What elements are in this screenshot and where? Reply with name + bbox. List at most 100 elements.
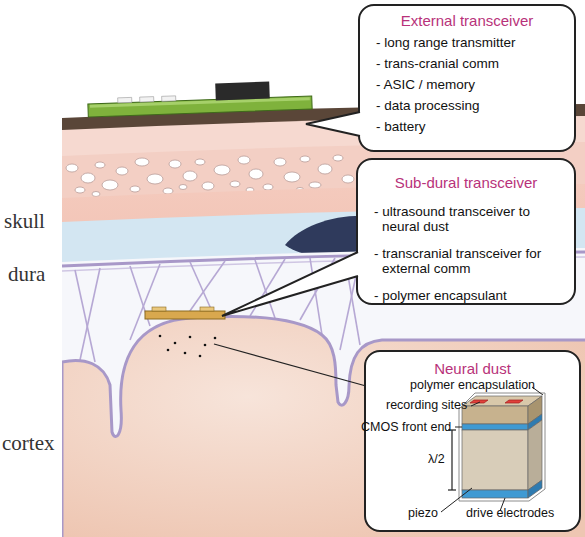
subdural-transceiver-chip	[152, 307, 166, 311]
bone-pores	[179, 185, 187, 190]
bone-pores	[81, 173, 95, 183]
external-transceiver-board	[118, 97, 132, 102]
dimension-label: λ/2	[428, 452, 445, 466]
label-leader-line	[455, 427, 462, 428]
neural-dust-motes	[184, 352, 187, 355]
callout-bullet: - trans-cranial comm	[360, 53, 574, 74]
half-wavelength-bracket	[451, 430, 452, 490]
bone-pores	[92, 192, 100, 197]
callout-bubble: Neural dust	[364, 350, 581, 532]
bone-pores	[309, 182, 321, 188]
bone-pores	[300, 156, 310, 162]
bone-pores	[342, 175, 354, 183]
part-label: recording sites	[386, 398, 467, 412]
external-transceiver-board	[215, 82, 270, 101]
bone-pores	[116, 167, 128, 175]
external-transceiver-board	[162, 96, 176, 101]
callout-tail	[222, 252, 359, 316]
tissue-label: dura	[8, 262, 45, 287]
callout-bullet: - polymer encapsulant	[358, 288, 574, 303]
neural-dust-mote-illustration	[528, 414, 542, 430]
callout-bullet: - battery	[360, 116, 574, 137]
subdural-transceiver-chip	[145, 307, 225, 319]
part-label: polymer encapsulation	[410, 378, 535, 392]
callout-bullet: - ASIC / memory	[360, 74, 574, 95]
bone-pores	[195, 159, 205, 165]
arachnoid-trabeculae	[300, 258, 335, 320]
half-wavelength-bracket	[448, 489, 456, 490]
arachnoid-trabeculae	[250, 259, 285, 316]
bone-pores	[284, 172, 300, 182]
bone-pores	[249, 169, 263, 179]
callout-heading: External transceiver	[360, 12, 574, 30]
bone-pores	[318, 164, 332, 174]
bone-pores	[274, 158, 286, 166]
part-label: piezo	[408, 506, 438, 520]
neural-dust-mote-illustration	[505, 400, 523, 403]
subdural-transceiver-chip	[145, 311, 225, 319]
external-transceiver-board	[88, 96, 312, 117]
bone-pores	[202, 182, 214, 190]
neural-dust-mote-illustration	[459, 393, 545, 501]
cortex-gyri	[62, 317, 585, 537]
neural-dust-mote-illustration	[462, 424, 528, 430]
bone-pores	[130, 186, 140, 192]
bone-pores	[183, 171, 197, 181]
tissue-layers	[62, 104, 585, 537]
neural-dust-mote-illustration	[528, 480, 542, 498]
bone-pores	[95, 162, 105, 168]
arachnoid-trabeculae	[185, 261, 225, 318]
neural-dust-mote-illustration	[459, 393, 545, 501]
callout-tail	[306, 112, 361, 136]
subdural-transceiver-chip	[200, 307, 214, 311]
neural-dust-motes	[189, 336, 192, 339]
external-transceiver-board	[140, 97, 154, 102]
bone-pores	[66, 164, 78, 172]
bone-pores	[333, 155, 343, 161]
arachnoid-trabeculae	[310, 258, 322, 335]
tissue-label: skull	[4, 209, 45, 234]
callout-bubble: External transceiver - long range transmi…	[358, 4, 576, 152]
neural-dust-mote-illustration	[462, 396, 542, 406]
bone-pores	[75, 187, 85, 193]
half-wavelength-bracket	[448, 430, 456, 490]
callout-tail	[306, 112, 361, 136]
bone-pores	[163, 188, 173, 194]
neural-dust-motes	[214, 337, 217, 340]
neural-dust-motes	[167, 349, 170, 352]
external-transceiver-board	[87, 80, 312, 117]
neural-dust-mote-illustration	[462, 406, 528, 424]
bone-pores	[102, 180, 118, 190]
bone-pores	[230, 181, 240, 187]
neural-dust-motes	[204, 344, 207, 347]
arachnoid-trabeculae	[255, 260, 275, 318]
arachnoid-trabeculae	[190, 262, 215, 318]
neural-dust-mote-illustration	[528, 396, 542, 424]
callout-bullet: - data processing	[360, 95, 574, 116]
callout-bubble: Sub-dural transceiver - ultrasound transc…	[356, 158, 576, 305]
neural-dust-motes	[199, 355, 202, 358]
external-transceiver-board	[90, 97, 310, 108]
neural-dust-mote-illustration	[462, 430, 528, 490]
bone-pores	[214, 165, 230, 175]
neural-dust-mote-illustration	[470, 400, 488, 403]
neural-dust-motes	[174, 342, 177, 345]
callout-bullet: - transcranial transceiver for external …	[358, 246, 574, 276]
bone-pores	[147, 174, 163, 184]
part-label: drive electrodes	[466, 506, 554, 520]
callout-bullet: - long range transmitter	[360, 32, 574, 53]
part-label: CMOS front end	[361, 420, 451, 434]
callout-bullet: - ultrasound transceiver to neural dust	[358, 204, 574, 234]
callout-heading: Sub-dural transceiver	[358, 174, 574, 192]
bone-pores	[238, 156, 250, 164]
bone-pores	[169, 160, 181, 168]
callout-tail	[222, 252, 358, 316]
neural-dust-motes	[159, 335, 217, 358]
callout-heading: Neural dust	[366, 360, 579, 378]
callout-tail	[222, 252, 359, 316]
arachnoid-trabeculae	[75, 270, 95, 362]
arachnoid-trabeculae	[80, 268, 100, 360]
